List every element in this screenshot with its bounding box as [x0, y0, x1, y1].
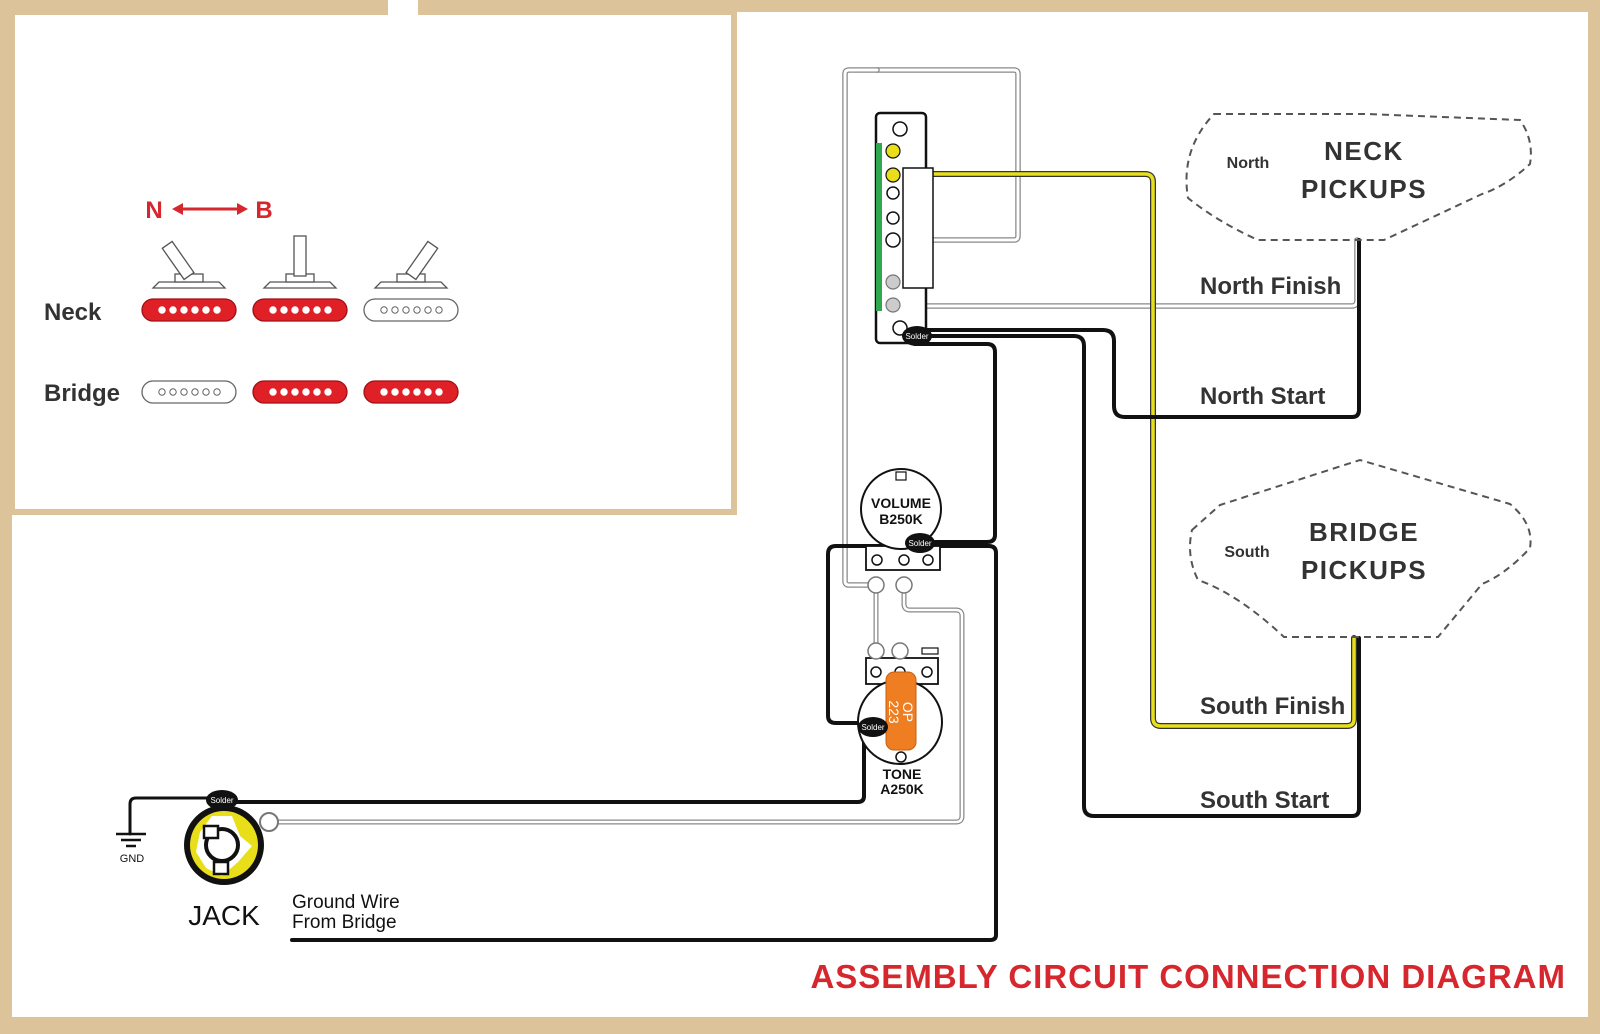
toggle-position-middle-icon — [263, 235, 337, 289]
legend-n-label: N — [145, 197, 162, 224]
legend-row-neck-label: Neck — [44, 299, 102, 326]
ground-wire-bridge — [290, 544, 998, 942]
neck-pole-label: North — [1227, 155, 1270, 172]
north-finish-label: North Finish — [1200, 273, 1341, 300]
toggle-position-bridge-icon — [374, 240, 448, 289]
volume-value-label: B250K — [879, 511, 923, 527]
south-finish-label: South Finish — [1200, 693, 1345, 720]
tone-solder-label: Solder — [861, 723, 884, 732]
south-start-wire — [913, 334, 1361, 818]
bridge-pole-label: South — [1224, 544, 1269, 561]
volume-tone-ground-wire — [826, 544, 907, 725]
capacitor-icon — [885, 671, 917, 751]
switch-legend: N B Neck Bridge — [44, 197, 459, 407]
legend-pickup-neck-1 — [141, 298, 237, 322]
legend-panel — [9, 9, 737, 515]
ground-wire-label-2: From Bridge — [292, 912, 397, 933]
tone-label: TONE — [883, 766, 922, 782]
double-arrow-icon — [172, 203, 248, 215]
legend-pickup-bridge-1 — [141, 380, 237, 404]
legend-b-label: B — [255, 197, 272, 224]
panel-notch — [388, 0, 418, 16]
tone-pot: OP 223 Solder TONE A250K — [857, 642, 943, 797]
bridge-pickup-outline: South BRIDGE PICKUPS — [1189, 458, 1532, 638]
capacitor-label-1: OP — [900, 702, 916, 722]
output-jack: Solder JACK — [184, 790, 279, 931]
legend-pickup-neck-3 — [363, 298, 459, 322]
tone-value-label: A250K — [880, 781, 924, 797]
legend-pickup-grid — [141, 298, 459, 404]
pickup-selector-switch: Solder — [874, 111, 934, 346]
bridge-pickup-title-1: BRIDGE — [1309, 517, 1419, 547]
ground-symbol-icon — [116, 832, 146, 848]
switch-solder-label: Solder — [905, 332, 928, 341]
gnd-label: GND — [120, 853, 145, 865]
legend-row-bridge-label: Bridge — [44, 380, 120, 407]
legend-pickup-neck-2 — [252, 298, 348, 322]
volume-label: VOLUME — [871, 495, 931, 511]
south-start-label: South Start — [1200, 787, 1329, 814]
neck-pickup-title-2: PICKUPS — [1301, 174, 1427, 204]
switch-ground-wire — [913, 342, 997, 544]
jack-label: JACK — [188, 900, 260, 931]
neck-pickup-title-1: NECK — [1324, 136, 1404, 166]
north-start-label: North Start — [1200, 383, 1325, 410]
volume-solder-label: Solder — [908, 539, 931, 548]
capacitor-label-2: 223 — [886, 700, 902, 724]
north-start-wire — [913, 238, 1361, 419]
legend-pickup-bridge-2 — [252, 380, 348, 404]
ground-wire-label-1: Ground Wire — [292, 892, 400, 913]
volume-pot: VOLUME B250K Solder — [860, 468, 942, 594]
toggle-position-neck-icon — [152, 240, 226, 289]
neck-pickup-outline: North NECK PICKUPS — [1185, 113, 1532, 241]
diagram-title: ASSEMBLY CIRCUIT CONNECTION DIAGRAM — [810, 958, 1566, 995]
bridge-pickup-title-2: PICKUPS — [1301, 555, 1427, 585]
jack-solder-label: Solder — [210, 796, 233, 805]
legend-pickup-bridge-3 — [363, 380, 459, 404]
wires — [128, 67, 1361, 942]
